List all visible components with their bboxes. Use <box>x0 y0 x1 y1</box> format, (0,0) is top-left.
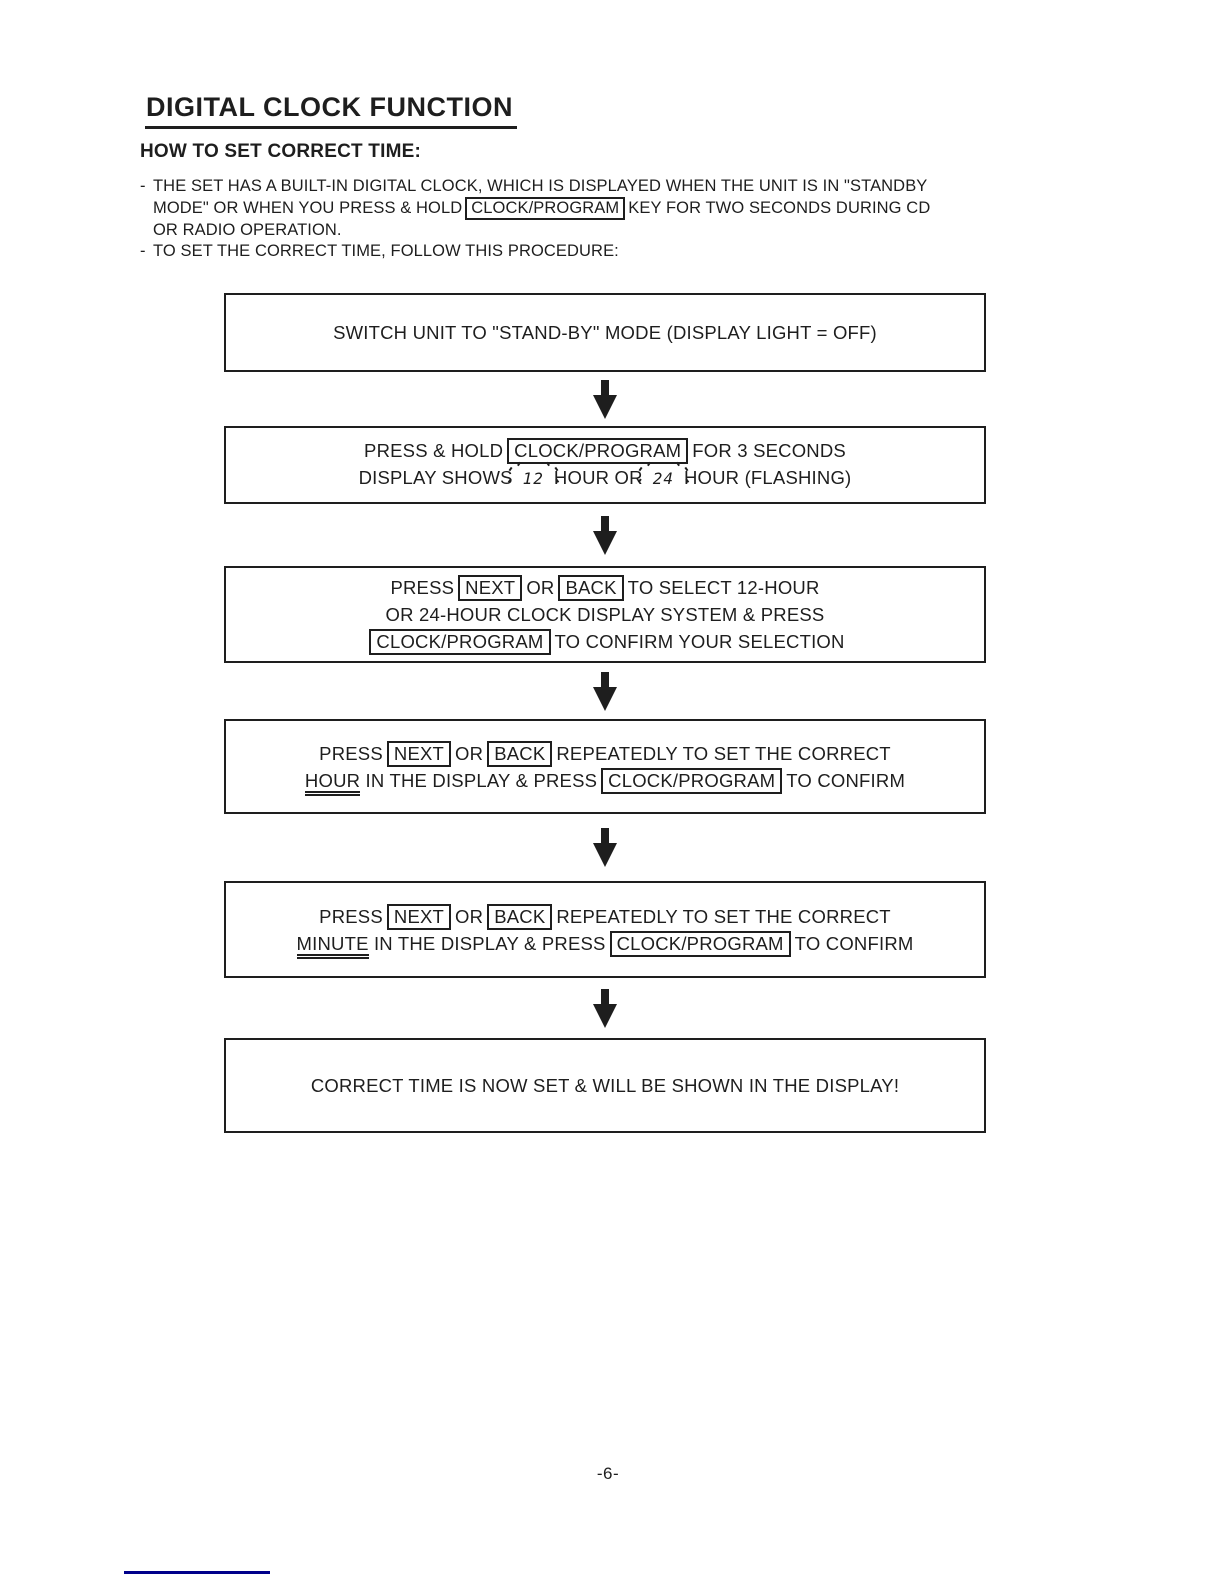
bullet-dash: - <box>140 177 146 195</box>
flow-connector-2 <box>224 504 986 566</box>
back-key-label: BACK <box>487 740 553 767</box>
hour-underlined-label: HOUR <box>304 769 361 796</box>
flow-step-6: CORRECT TIME IS NOW SET & WILL BE SHOWN … <box>224 1038 986 1133</box>
flow-connector-5 <box>224 978 986 1038</box>
step-text: IN THE DISPLAY & PRESS <box>365 769 598 791</box>
step-text: HOUR (FLASHING) <box>683 467 852 488</box>
flow-step-1: SWITCH UNIT TO "STAND-BY" MODE (DISPLAY … <box>224 293 986 372</box>
intro-text: KEY FOR TWO SECONDS DURING CD <box>628 199 931 217</box>
step-text: TO CONFIRM YOUR SELECTION <box>554 631 845 652</box>
back-key-label: BACK <box>558 575 624 601</box>
clock-program-key-label: CLOCK/PROGRAM <box>507 438 689 464</box>
step-text: DISPLAY SHOWS <box>358 467 513 488</box>
intro-text: TO SET THE CORRECT TIME, FOLLOW THIS PRO… <box>153 242 619 260</box>
step-text: PRESS <box>390 577 455 598</box>
intro-note-2-lines: TO SET THE CORRECT TIME, FOLLOW THIS PRO… <box>153 241 1100 262</box>
flow-connector-1 <box>224 372 986 426</box>
flashing-12-display: 12 <box>517 464 550 493</box>
intro-note-1-lines: THE SET HAS A BUILT-IN DIGITAL CLOCK, WH… <box>153 176 1100 241</box>
step-text: TO CONFIRM <box>786 769 906 791</box>
next-key-label: NEXT <box>458 575 523 601</box>
step-text: REPEATEDLY TO SET THE CORRECT <box>556 905 891 927</box>
flow-connector-4 <box>224 814 986 881</box>
step-text: OR <box>526 577 555 598</box>
clock-program-key-label: CLOCK/PROGRAM <box>601 767 783 794</box>
step-text: REPEATEDLY TO SET THE CORRECT <box>556 742 891 764</box>
arrow-down-icon <box>593 988 617 1028</box>
next-key-label: NEXT <box>386 903 452 930</box>
step-text: IN THE DISPLAY & PRESS <box>373 932 606 954</box>
section-heading: HOW TO SET CORRECT TIME: <box>140 141 421 162</box>
intro-notes: - THE SET HAS A BUILT-IN DIGITAL CLOCK, … <box>140 176 1100 262</box>
page-number: -6- <box>596 1464 620 1483</box>
footer-rule-line <box>124 1571 270 1574</box>
step-text: OR <box>455 905 484 927</box>
arrow-down-icon <box>593 828 617 867</box>
next-key-label: NEXT <box>386 740 452 767</box>
bullet-dash: - <box>140 242 146 260</box>
intro-line-3: OR RADIO OPERATION. <box>153 220 1100 241</box>
clock-program-key-label: CLOCK/PROGRAM <box>369 629 551 655</box>
flowchart: SWITCH UNIT TO "STAND-BY" MODE (DISPLAY … <box>224 293 986 1133</box>
step-text: FOR 3 SECONDS <box>692 440 846 461</box>
clock-program-key-label: CLOCK/PROGRAM <box>465 197 626 220</box>
flow-step-6-text: CORRECT TIME IS NOW SET & WILL BE SHOWN … <box>310 1075 900 1096</box>
flow-step-1-text: SWITCH UNIT TO "STAND-BY" MODE (DISPLAY … <box>333 322 877 343</box>
step-text: TO CONFIRM <box>794 932 914 954</box>
step-text: PRESS <box>319 742 383 764</box>
back-key-label: BACK <box>487 903 553 930</box>
intro-line-1: THE SET HAS A BUILT-IN DIGITAL CLOCK, WH… <box>153 176 1100 197</box>
arrow-down-icon <box>593 671 617 711</box>
intro-text: THE SET HAS A BUILT-IN DIGITAL CLOCK, WH… <box>153 177 928 195</box>
flashing-24-display: 24 <box>647 464 680 493</box>
intro-note-2: - TO SET THE CORRECT TIME, FOLLOW THIS P… <box>140 241 1100 262</box>
intro-note-1: - THE SET HAS A BUILT-IN DIGITAL CLOCK, … <box>140 176 1100 241</box>
arrow-down-icon <box>593 515 617 555</box>
minute-underlined-label: MINUTE <box>296 932 369 959</box>
step-text: TO SELECT 12-HOUR <box>627 577 820 598</box>
page-title-text: DIGITAL CLOCK FUNCTION <box>145 92 517 129</box>
arrow-down-icon <box>593 379 617 419</box>
clock-program-key-label: CLOCK/PROGRAM <box>609 930 791 957</box>
page-title: DIGITAL CLOCK FUNCTION <box>145 92 517 129</box>
flow-connector-3 <box>224 663 986 719</box>
step-text: OR <box>455 742 484 764</box>
step-text: HOUR OR <box>553 467 643 488</box>
flow-step-3-line-2: OR 24-HOUR CLOCK DISPLAY SYSTEM & PRESS <box>385 604 825 625</box>
intro-text: MODE" OR WHEN YOU PRESS & HOLD <box>153 199 463 217</box>
step-text: PRESS & HOLD <box>364 440 504 461</box>
step-text: PRESS <box>319 905 383 927</box>
intro-line-4: TO SET THE CORRECT TIME, FOLLOW THIS PRO… <box>153 241 1100 262</box>
intro-text: OR RADIO OPERATION. <box>153 221 342 239</box>
